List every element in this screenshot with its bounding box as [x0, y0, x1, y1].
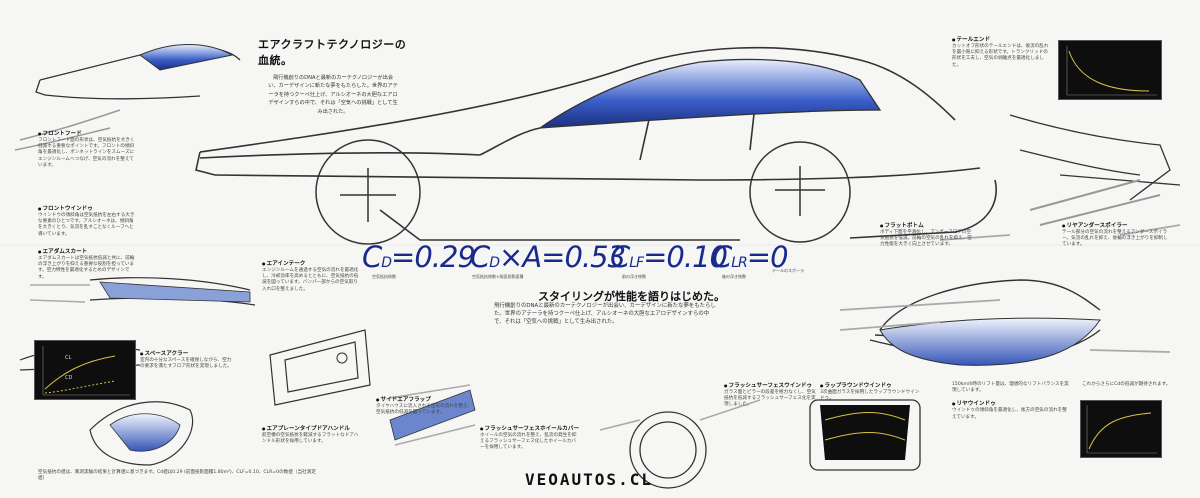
flush-window-body: ガラス面とピラーの段差を極力なくし、空気抵抗を低減するフラッシュサーフェス化を実… [724, 390, 816, 408]
cd-number: 0.29 [414, 240, 476, 274]
flat-bottom-title: フラットボトム [880, 222, 975, 230]
cda-note: 空気抵抗係数×前面投影面積 [472, 274, 524, 279]
front-window-title: フロントウインドゥ [38, 205, 138, 213]
spare-title: スペースアクラー [140, 350, 235, 358]
spoiler-note: テールのスポーラ [772, 268, 804, 273]
section-aero-handle: エアプレーンタイプドアハンドル 航空機の空気抵抗を軽減するフラットなドアハンドル… [262, 425, 362, 445]
section-air-dam: エアダムスカート エアダムスカートは空気抵抗低減と共に、前輪の浮き上がりを抑える… [38, 248, 138, 281]
front-hood-body: フロントフード面の形状は、空気抵抗を大きく低減する重要なポイントです。フロントの… [38, 138, 135, 168]
section-flat-bottom: フラットボトム ボディ下面を平滑化し、アンダーフロアの空気抵抗を低減。前輪の空気… [880, 222, 975, 249]
section-wraparound: ラップラウンドウインドゥ 3次曲面ガラスを採用したラップラウンドウインドゥ。 [820, 382, 920, 402]
headline-title: エアクラフトテクノロジーの血統。 [258, 38, 407, 67]
wraparound-title: ラップラウンドウインドゥ [820, 382, 920, 390]
flush-wheel-title: フラッシュサーフェスホイールカバー [480, 425, 580, 433]
section-rear-spoiler: リヤアンダースポイラー テール部分の空気の流れを整えるアンダースポイラー。気流の… [1062, 222, 1172, 249]
flush-wheel-body: ホイールの空気の流れを整え、乱流の発生を抑えるフラッシュサーフェス化したホイール… [480, 433, 577, 451]
footnote: 空気抵抗の値は、風洞実験の結果と計算値に基づきます。Cd値は0.29 (前面投影… [38, 470, 316, 482]
engine-deck-body: エンジンルームを通過する空気の流れを最適化し、冷却効率を高めるとともに、空気抵抗… [262, 268, 359, 292]
right-body2-text: これからさらにCdの低減が期待されます。 [1082, 382, 1171, 387]
section-tail-end: テールエンド カットオフ形状のテールエンドは、後流の乱れを最小限に抑える形状です… [952, 36, 1052, 69]
cd-note: 空気抵抗係数 [372, 274, 396, 279]
clf-value: CLF=0.10 [610, 240, 728, 274]
section-front-hood: フロントフード フロントフード面の形状は、空気抵抗を大きく低減する重要なポイント… [38, 130, 138, 169]
clf-number: 0.10 [666, 240, 728, 274]
section-flush-wheel: フラッシュサーフェスホイールカバー ホイールの空気の流れを整え、乱流の発生を抑え… [480, 425, 580, 452]
clr-value: CLR=0 [712, 240, 789, 274]
spare-body: 室内の十分なスペースを確保しながら、空力の要求を満たすフロア形状を実現しました。 [140, 358, 232, 370]
rear-spoiler-title: リヤアンダースポイラー [1062, 222, 1172, 230]
tail-end-title: テールエンド [952, 36, 1052, 44]
site-logo: VEOAUTOS.CL [525, 470, 653, 489]
rear-window-body: ウインドゥの傾斜角を最適化し、後方の空気の流れを整えています。 [952, 408, 1067, 420]
rear-window-title: リヤウインドゥ [952, 400, 1070, 408]
clf-note: 前の浮き係数 [622, 274, 646, 279]
air-dam-body: エアダムスカートは空気抵抗低減と共に、前輪の浮き上がりを抑える重要な役割を担って… [38, 256, 135, 280]
section-spare: スペースアクラー 室内の十分なスペースを確保しながら、空力の要求を満たすフロア形… [140, 350, 235, 370]
section-right-body: 150km/h時のリフト量は、理想的なリフトバランスを実現しています。 リヤウイ… [952, 382, 1070, 421]
cda-value: CD×A=0.53 [470, 240, 626, 274]
slogan-body: 飛行機創りのDNAと最新のカーテクノロジーが出会い、カーデザインに新たな夢をもた… [494, 303, 716, 325]
front-window-body: ウインドウの傾斜角は空気抵抗を左右する大きな要素のひとつです。アルシオーネは、傾… [38, 213, 135, 237]
flush-window-title: フラッシュサーフェスウインドゥ [724, 382, 816, 390]
air-dam-title: エアダムスカート [38, 248, 138, 256]
headline-block: エアクラフトテクノロジーの血統。 飛行機創りのDNAと最新のカーテクノロジーが出… [258, 36, 408, 116]
section-engine-deck: エアインテーク エンジンルームを通過する空気の流れを最適化し、冷却効率を高めると… [262, 260, 362, 293]
section-right-body2: これからさらにCdの低減が期待されます。 [1082, 382, 1172, 388]
clr-note: 後の浮き係数 [722, 274, 746, 279]
wraparound-body: 3次曲面ガラスを採用したラップラウンドウインドゥ。 [820, 390, 920, 402]
side-flap-body: タイヤハウスに流入される空気の流れを整え、空気抵抗の低減を図っています。 [376, 404, 473, 416]
engine-deck-title: エアインテーク [262, 260, 362, 268]
cd-value: CD=0.29 [362, 240, 476, 274]
cd-values: CD=0.29 空気抵抗係数 CD×A=0.53 空気抵抗係数×前面投影面積 C… [362, 240, 842, 284]
section-side-flap: サイドエアフラップ タイヤハウスに流入される空気の流れを整え、空気抵抗の低減を図… [376, 396, 476, 416]
aero-handle-body: 航空機の空気抵抗を軽減するフラットなドアハンドル形状を採用しています。 [262, 433, 359, 445]
section-flush-window: フラッシュサーフェスウインドゥ ガラス面とピラーの段差を極力なくし、空気抵抗を低… [724, 382, 816, 409]
aero-handle-title: エアプレーンタイプドアハンドル [262, 425, 362, 433]
front-hood-title: フロントフード [38, 130, 138, 138]
graph-tail-end [1058, 40, 1162, 100]
tail-end-body: カットオフ形状のテールエンドは、後流の乱れを最小限に抑える形状です。トランクリッ… [952, 44, 1049, 68]
headline-body: 飛行機創りのDNAと最新のカーテクノロジーが出会い、カーデザインに新たな夢をもた… [268, 75, 398, 115]
right-body-text: 150km/h時のリフト量は、理想的なリフトバランスを実現しています。 [952, 382, 1069, 394]
rear-spoiler-body: テール部分の空気の流れを整えるアンダースポイラー。気流の乱れを抑え、後輪の浮き上… [1062, 230, 1168, 248]
side-flap-title: サイドエアフラップ [376, 396, 476, 404]
clr-number: 0 [770, 240, 788, 274]
cda-number: 0.53 [564, 240, 626, 274]
slogan: スタイリングが性能を語りはじめた。 [538, 290, 725, 303]
graph-label-cl: CL [65, 355, 71, 361]
graph-label-cd: CD [65, 375, 72, 381]
flat-bottom-body: ボディ下面を平滑化し、アンダーフロアの空気抵抗を低減。前輪の空気の乱れを抑え、空… [880, 230, 972, 248]
graph-cl-cd: CL CD [34, 340, 136, 400]
section-front-window: フロントウインドゥ ウインドウの傾斜角は空気抵抗を左右する大きな要素のひとつです… [38, 205, 138, 238]
graph-rear-window [1080, 400, 1162, 458]
